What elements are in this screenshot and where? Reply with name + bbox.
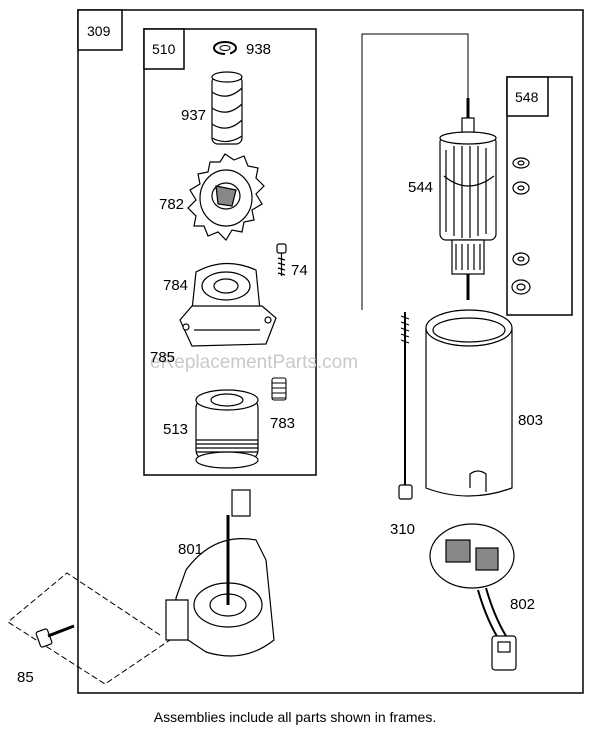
screw-74 xyxy=(276,243,287,276)
housing-784 xyxy=(179,262,277,347)
part-label-310: 310 xyxy=(390,521,415,538)
gear-782 xyxy=(187,153,265,241)
screw-85 xyxy=(35,624,75,648)
armature-leader xyxy=(361,33,469,310)
part-label-801: 801 xyxy=(178,541,203,558)
part-label-803: 803 xyxy=(518,412,543,429)
part-label-74: 74 xyxy=(291,262,308,279)
screw-85-leader xyxy=(7,572,171,685)
part-label-782: 782 xyxy=(159,196,184,213)
brush-plate-802 xyxy=(429,523,517,671)
frame-548-label: 548 xyxy=(515,89,539,105)
part-label-937: 937 xyxy=(181,107,206,124)
part-label-783: 783 xyxy=(270,415,295,432)
part-label-513: 513 xyxy=(163,421,188,438)
frame-309-tag xyxy=(77,9,123,51)
part-label-785: 785 xyxy=(150,349,175,366)
frame-548-tag xyxy=(506,76,549,117)
diagram-caption: Assemblies include all parts shown in fr… xyxy=(153,709,437,725)
armature-544 xyxy=(439,98,497,300)
frame-510 xyxy=(143,28,317,476)
pinion-937 xyxy=(211,71,243,145)
frame-510-tag xyxy=(143,28,185,70)
part-label-784: 784 xyxy=(163,277,188,294)
frame-309-label: 309 xyxy=(87,23,111,39)
motor-housing-803 xyxy=(425,309,513,497)
washer-set-548 xyxy=(511,157,531,295)
watermark: eReplacementParts.com xyxy=(150,352,358,373)
part-label-938: 938 xyxy=(246,41,271,58)
part-label-85: 85 xyxy=(17,669,34,686)
drive-513 xyxy=(195,389,259,469)
spring-783 xyxy=(271,377,287,401)
part-label-544: 544 xyxy=(408,179,433,196)
drive-housing-801 xyxy=(165,489,275,657)
part-label-802: 802 xyxy=(510,596,535,613)
frame-510-label: 510 xyxy=(152,41,176,57)
retaining-ring-938 xyxy=(213,41,237,56)
through-bolt-310 xyxy=(398,312,413,500)
frame-309 xyxy=(77,9,584,694)
